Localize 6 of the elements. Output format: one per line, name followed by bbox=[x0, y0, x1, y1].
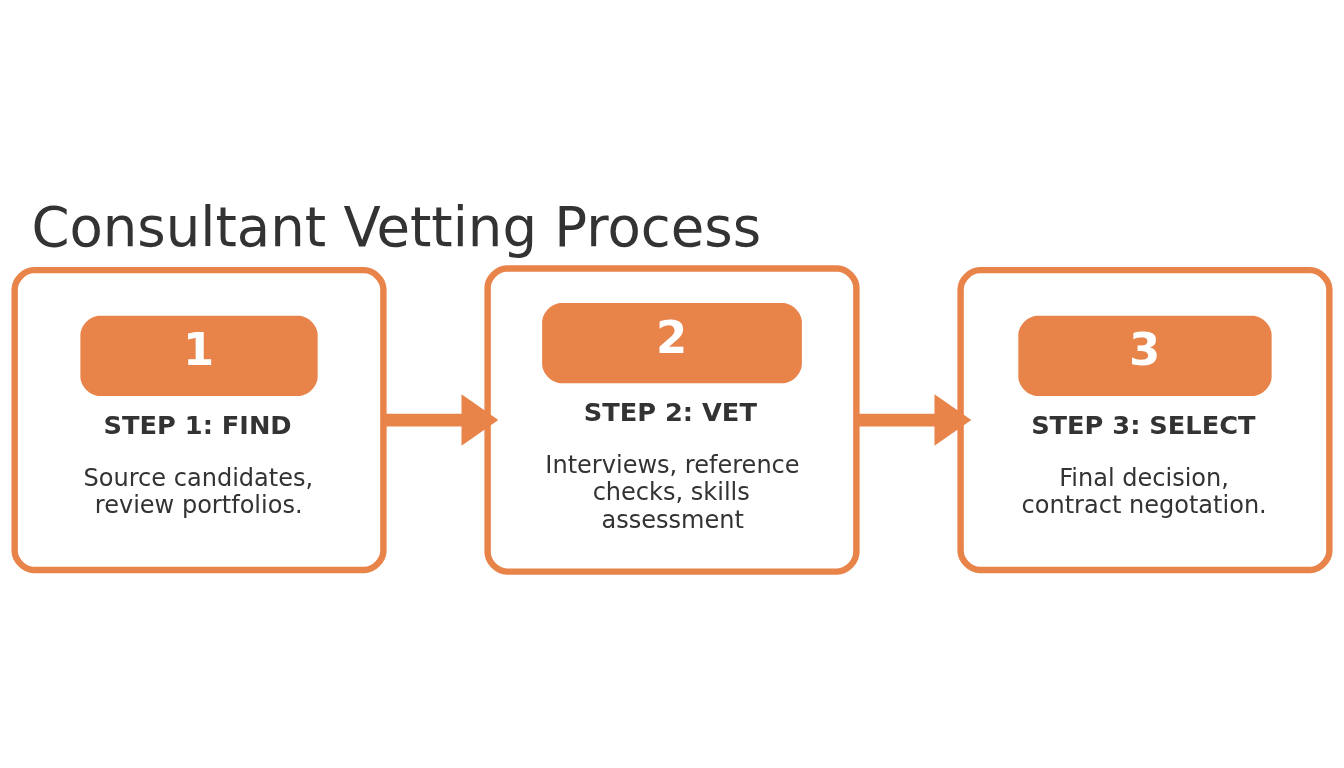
node-box: 1 STEP 1: FIND Source candidates, review portfolios. bbox=[11, 266, 387, 574]
node-box: 3 STEP 3: SELECT Final decision, contract negotation. bbox=[957, 266, 1333, 574]
arrow bbox=[856, 394, 972, 446]
arrow bbox=[383, 394, 499, 446]
node-box: 2 STEP 2: VET Interviews, reference checks, skills assessment bbox=[484, 265, 860, 575]
diagram-title: Consultant Vetting Process bbox=[31, 195, 762, 260]
